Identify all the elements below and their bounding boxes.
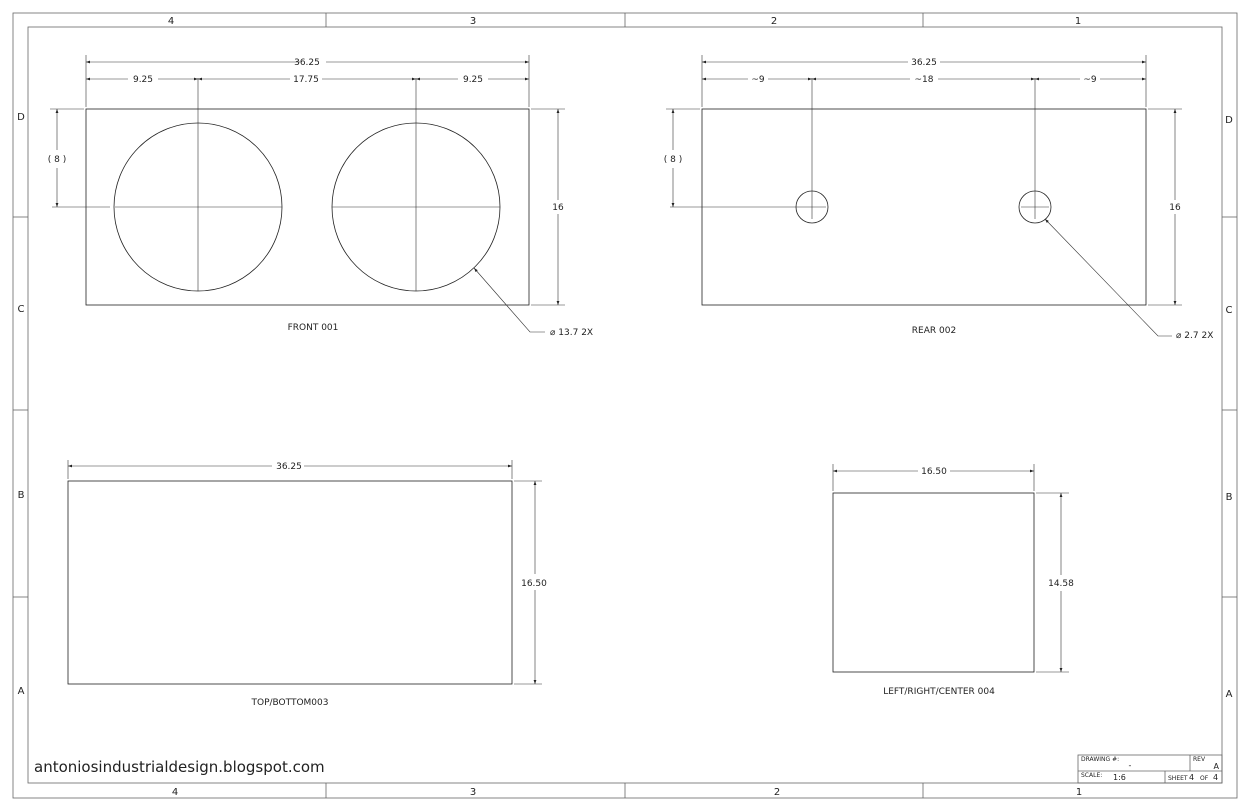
scale-value: 1:6 bbox=[1113, 773, 1126, 782]
front-overall-width: 36.25 bbox=[294, 58, 320, 68]
front-center-height: ( 8 ) bbox=[48, 155, 66, 165]
rear-seg-right: ~9 bbox=[1083, 75, 1097, 85]
zone-col-2-top: 2 bbox=[771, 16, 777, 27]
top-bottom-view-label: TOP/BOTTOM003 bbox=[250, 698, 328, 708]
rear-overall-width: 36.25 bbox=[911, 58, 937, 68]
side-outline bbox=[832, 492, 1035, 673]
rear-hole-callout: ⌀ 2.7 2X bbox=[1176, 331, 1213, 341]
top-bottom-view bbox=[67, 460, 542, 685]
side-width: 16.50 bbox=[921, 467, 947, 477]
top-bottom-outline bbox=[67, 480, 513, 685]
side-view bbox=[832, 464, 1069, 673]
sheet-total: 4 bbox=[1213, 773, 1218, 782]
drawing-number-label: DRAWING #: bbox=[1081, 756, 1119, 763]
zone-row-b-left: B bbox=[18, 490, 25, 501]
title-block bbox=[1077, 754, 1223, 784]
rear-center-height: ( 8 ) bbox=[664, 155, 682, 165]
rear-seg-mid: ~18 bbox=[915, 75, 934, 85]
front-seg-right: 9.25 bbox=[463, 75, 483, 85]
rev-label: REV bbox=[1193, 756, 1206, 763]
scale-label: SCALE: bbox=[1081, 772, 1102, 779]
front-view-label: FRONT 001 bbox=[288, 323, 339, 333]
rear-view-label: REAR 002 bbox=[912, 326, 956, 336]
top-bottom-height: 16.50 bbox=[521, 579, 547, 589]
top-bottom-width: 36.25 bbox=[276, 462, 302, 472]
front-hole-callout: ⌀ 13.7 2X bbox=[550, 328, 593, 338]
rear-seg-left: ~9 bbox=[751, 75, 765, 85]
front-height: 16 bbox=[552, 203, 564, 213]
side-height: 14.58 bbox=[1048, 579, 1074, 589]
zone-col-2-bottom: 2 bbox=[774, 787, 780, 798]
zone-col-4-bottom: 4 bbox=[172, 787, 178, 798]
front-seg-left: 9.25 bbox=[133, 75, 153, 85]
zone-row-c-right: C bbox=[1226, 305, 1233, 316]
rev-value: A bbox=[1214, 762, 1220, 771]
drawing-number-value: - bbox=[1129, 761, 1132, 770]
zone-row-d-right: D bbox=[1225, 115, 1233, 126]
rear-view bbox=[666, 55, 1182, 337]
zone-row-b-right: B bbox=[1226, 492, 1233, 503]
zone-row-d-left: D bbox=[17, 112, 25, 123]
front-view bbox=[50, 55, 565, 333]
sheet-label: SHEET bbox=[1168, 775, 1188, 782]
zone-col-4-top: 4 bbox=[168, 16, 174, 27]
zone-col-1-bottom: 1 bbox=[1076, 787, 1082, 798]
zone-row-c-left: C bbox=[18, 304, 25, 315]
zone-row-a-left: A bbox=[18, 686, 25, 697]
sheet-border bbox=[12, 12, 1238, 799]
zone-col-3-bottom: 3 bbox=[470, 787, 476, 798]
zone-col-3-top: 3 bbox=[470, 16, 476, 27]
front-seg-mid: 17.75 bbox=[293, 75, 319, 85]
side-view-label: LEFT/RIGHT/CENTER 004 bbox=[883, 687, 995, 697]
blog-watermark: antoniosindustrialdesign.blogspot.com bbox=[34, 758, 325, 776]
rear-height: 16 bbox=[1169, 203, 1181, 213]
zone-row-a-right: A bbox=[1226, 689, 1233, 700]
zone-col-1-top: 1 bbox=[1075, 16, 1081, 27]
sheet-number: 4 bbox=[1189, 773, 1194, 782]
sheet-of-label: OF bbox=[1200, 775, 1209, 782]
